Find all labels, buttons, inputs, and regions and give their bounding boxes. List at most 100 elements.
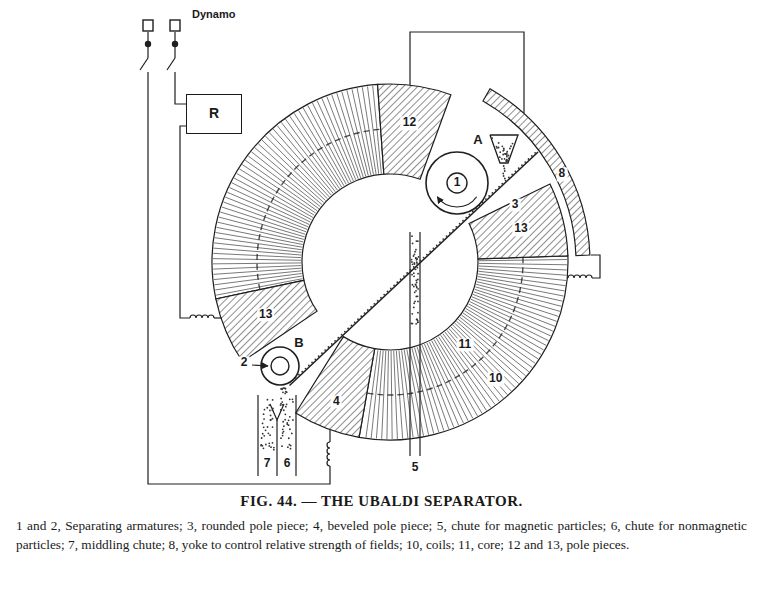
ore-particle: [415, 268, 417, 270]
wire: [410, 32, 524, 113]
ore-particle: [503, 168, 505, 170]
ore-particle: [311, 361, 313, 363]
ore-particle: [370, 306, 372, 308]
ore-particle: [413, 302, 415, 304]
ore-particle: [415, 257, 417, 259]
ore-particle: [423, 257, 425, 259]
ore-particle: [288, 437, 290, 439]
ore-particle: [413, 275, 415, 277]
ore-particle: [267, 399, 269, 401]
ore-particle: [429, 251, 431, 253]
ore-particle: [292, 398, 294, 400]
callout-number: 1: [452, 176, 463, 189]
ore-particle: [265, 429, 267, 431]
ore-particle: [508, 155, 510, 157]
ore-particle: [364, 312, 366, 314]
ore-particle: [283, 425, 285, 427]
ore-particle: [462, 220, 464, 222]
ore-particle: [417, 321, 419, 323]
coil-turn: [245, 160, 317, 211]
chute-wall: [419, 232, 420, 456]
ore-particle: [314, 358, 316, 360]
coil-turn: [478, 277, 565, 291]
ore-particle: [413, 307, 415, 309]
ore-particle: [284, 387, 286, 389]
ore-particle: [416, 263, 418, 265]
feed-hopper: [490, 135, 518, 163]
callout-number: 5: [410, 461, 421, 474]
ore-particle: [266, 407, 268, 409]
ore-particle: [377, 300, 379, 302]
ore-particle: [262, 445, 264, 447]
ore-particle: [396, 281, 398, 283]
ore-particle: [504, 170, 506, 172]
ore-particle: [531, 155, 533, 157]
callout-number: 13: [257, 308, 274, 321]
inclined-chute: [290, 152, 539, 386]
terminal-post: [172, 41, 178, 47]
coil-turn: [262, 140, 326, 201]
ore-particle: [308, 365, 310, 367]
ore-particle: [282, 421, 284, 423]
ore-particle: [284, 413, 286, 415]
coil-turn: [352, 89, 371, 175]
ore-particle: [411, 323, 413, 325]
ore-particle: [411, 261, 413, 263]
ore-particle: [503, 148, 505, 150]
ore-particle: [281, 388, 283, 390]
ore-particle: [285, 388, 287, 390]
coil-turn: [466, 309, 541, 355]
rotation-arrow: [437, 197, 476, 207]
ore-particle: [411, 274, 413, 276]
ore-particle: [413, 255, 415, 257]
ore-particle: [455, 226, 457, 228]
ore-particle: [263, 447, 265, 449]
ore-particle: [413, 286, 415, 288]
coil-turn: [251, 152, 320, 207]
armature: [426, 152, 488, 214]
ore-particle: [416, 259, 418, 261]
wire: [329, 430, 330, 442]
ore-particle: [334, 340, 336, 342]
ore-particle: [417, 312, 419, 314]
ore-particle: [412, 242, 414, 244]
coil-turn: [415, 348, 439, 433]
ore-particle: [506, 159, 508, 161]
ore-particle: [416, 282, 418, 284]
coil-lead: [190, 315, 214, 318]
ore-particle: [410, 269, 412, 271]
ore-particle: [393, 284, 395, 286]
ore-particle: [413, 272, 415, 274]
ore-particle: [292, 401, 294, 403]
ore-particle: [324, 349, 326, 351]
ore-particle: [504, 153, 506, 155]
ore-particle: [262, 433, 264, 435]
ore-particle: [305, 368, 307, 370]
ore-particle: [442, 238, 444, 240]
ore-particle: [515, 170, 517, 172]
ore-particle: [417, 288, 419, 290]
ore-particle: [414, 291, 416, 293]
ore-particle: [508, 177, 510, 179]
coil-lead: [327, 442, 330, 466]
ore-particle: [411, 235, 413, 237]
wire: [167, 58, 175, 70]
ore-particle: [412, 263, 414, 265]
ore-particle: [436, 244, 438, 246]
ore-particle: [291, 433, 293, 435]
yoke: [483, 89, 590, 256]
callout-number: A: [471, 133, 484, 147]
wire: [148, 72, 330, 484]
ore-particle: [518, 167, 520, 169]
callout-number: 4: [331, 395, 342, 408]
ore-particle: [263, 413, 265, 415]
ore-particle: [412, 323, 414, 325]
ore-particle: [283, 409, 285, 411]
ore-particle: [273, 447, 275, 449]
ore-particle: [280, 437, 282, 439]
ore-particle: [344, 331, 346, 333]
ore-particle: [439, 241, 441, 243]
ore-particle: [416, 287, 418, 289]
